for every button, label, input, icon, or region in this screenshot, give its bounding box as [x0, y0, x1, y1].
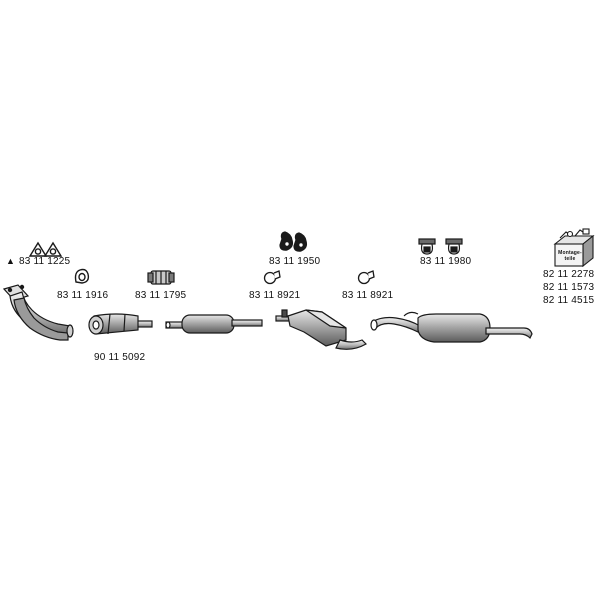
- part-number-rubber-mounts: 83 11 1950: [269, 256, 321, 267]
- part-number-clamp-rear: 83 11 8921: [342, 290, 394, 301]
- rear-muffler: [370, 311, 533, 343]
- part-number-hangers: 83 11 1980: [420, 256, 472, 267]
- rubber-mount-icon: [279, 231, 308, 252]
- triangle-gasket-icon: [28, 241, 63, 257]
- clamp-rear-icon: [357, 270, 375, 285]
- clamp-front-icon: [147, 270, 175, 285]
- part-number-gasket-triangle: 83 11 1225: [19, 256, 71, 267]
- hanger-icon: [418, 238, 463, 255]
- catalytic-converter: [88, 313, 153, 335]
- part-number-gasket-ring: 83 11 1916: [57, 290, 109, 301]
- middle-silencer: [275, 309, 367, 350]
- part-number-kit-3: 82 11 4515: [543, 295, 595, 306]
- part-number-kit-2: 82 11 1573: [543, 282, 595, 293]
- front-downpipe: [2, 284, 74, 341]
- mounting-kit-box-icon: [553, 228, 595, 268]
- center-muffler: [165, 314, 263, 334]
- warning-symbol: ▲: [6, 256, 16, 266]
- clamp-center-icon: [263, 270, 281, 285]
- mounting-kit-label: Montage-teile: [558, 250, 582, 262]
- part-number-catalyst: 90 11 5092: [94, 352, 146, 363]
- part-number-clamp-front: 83 11 1795: [135, 290, 187, 301]
- part-number-clamp-center: 83 11 8921: [249, 290, 301, 301]
- part-number-kit-1: 82 11 2278: [543, 269, 595, 280]
- ring-gasket-icon: [74, 268, 90, 284]
